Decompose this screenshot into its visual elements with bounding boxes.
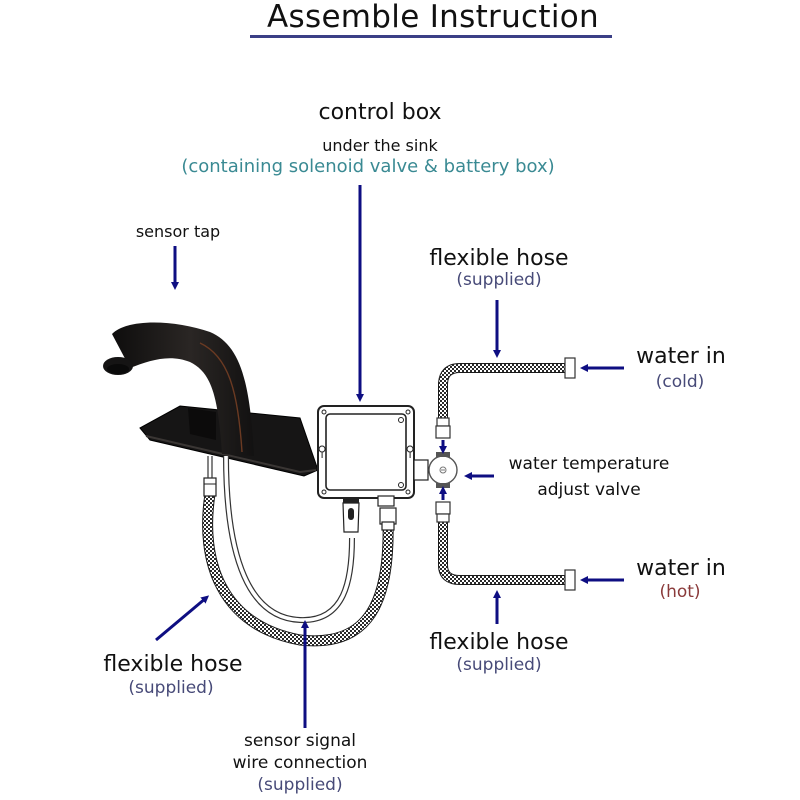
label-flexible-hose-top: flexible hose (429, 246, 569, 271)
label-temp-valve-line1: water temperature (508, 454, 670, 474)
label-control-box: control box (318, 100, 442, 125)
label-sensor-wire-note: (supplied) (257, 775, 343, 795)
sensor-tap (103, 322, 319, 477)
label-flexible-hose-left: flexible hose (103, 652, 243, 677)
label-water-in-hot-note: (hot) (659, 582, 701, 602)
label-control-box-contents: (containing solenoid valve & battery box… (181, 156, 555, 177)
label-flexible-hose-top-note: (supplied) (456, 270, 542, 290)
hot-water-hose (435, 501, 576, 591)
page-title: Assemble Instruction (267, 0, 599, 35)
arrow-flexible-hose-left (155, 595, 210, 642)
label-water-in-cold-note: (cold) (655, 372, 705, 392)
label-water-in-cold: water in (636, 344, 726, 369)
cold-water-hose (435, 357, 576, 439)
label-flexible-hose-bottom: flexible hose (429, 630, 569, 655)
label-flexible-hose-left-note: (supplied) (128, 678, 214, 698)
faucet-supply-hose (202, 456, 397, 647)
label-temp-valve-line2: adjust valve (537, 480, 641, 500)
control-box (317, 405, 429, 507)
label-sensor-tap: sensor tap (135, 222, 221, 241)
label-sensor-wire-line2: wire connection (232, 753, 368, 773)
sensor-signal-wire (223, 455, 360, 624)
label-sensor-wire-line1: sensor signal (243, 731, 357, 751)
temperature-adjust-valve (428, 452, 458, 488)
title-underline (250, 35, 612, 38)
label-water-in-hot: water in (636, 556, 726, 581)
label-flexible-hose-bottom-note: (supplied) (456, 655, 542, 675)
label-control-box-location: under the sink (322, 136, 438, 155)
